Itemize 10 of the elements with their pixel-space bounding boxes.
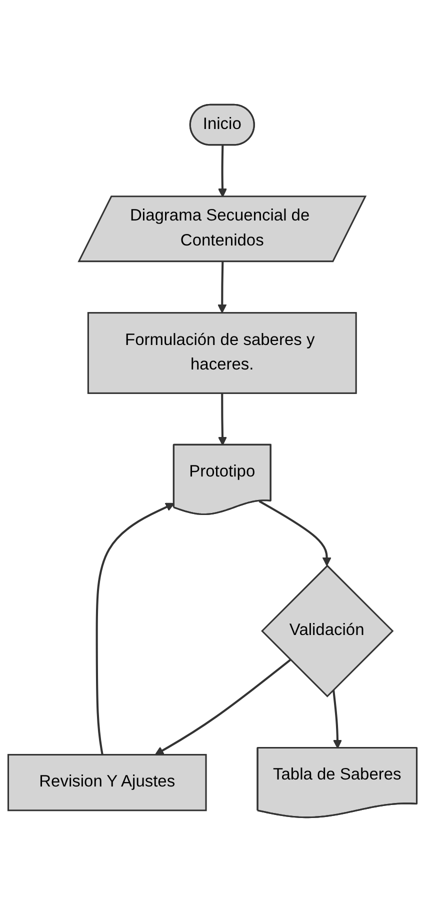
arrow [154,659,292,756]
arrow [218,393,228,446]
arrow [218,145,228,198]
arrow [218,262,227,314]
arrow [96,502,175,755]
node-box: Formulación de saberes y haceres. [87,312,357,394]
arrow [258,500,332,566]
node-box: Revision Y Ajustes [7,754,207,812]
node-diamond: Validación [261,564,394,698]
arrow [332,690,342,749]
